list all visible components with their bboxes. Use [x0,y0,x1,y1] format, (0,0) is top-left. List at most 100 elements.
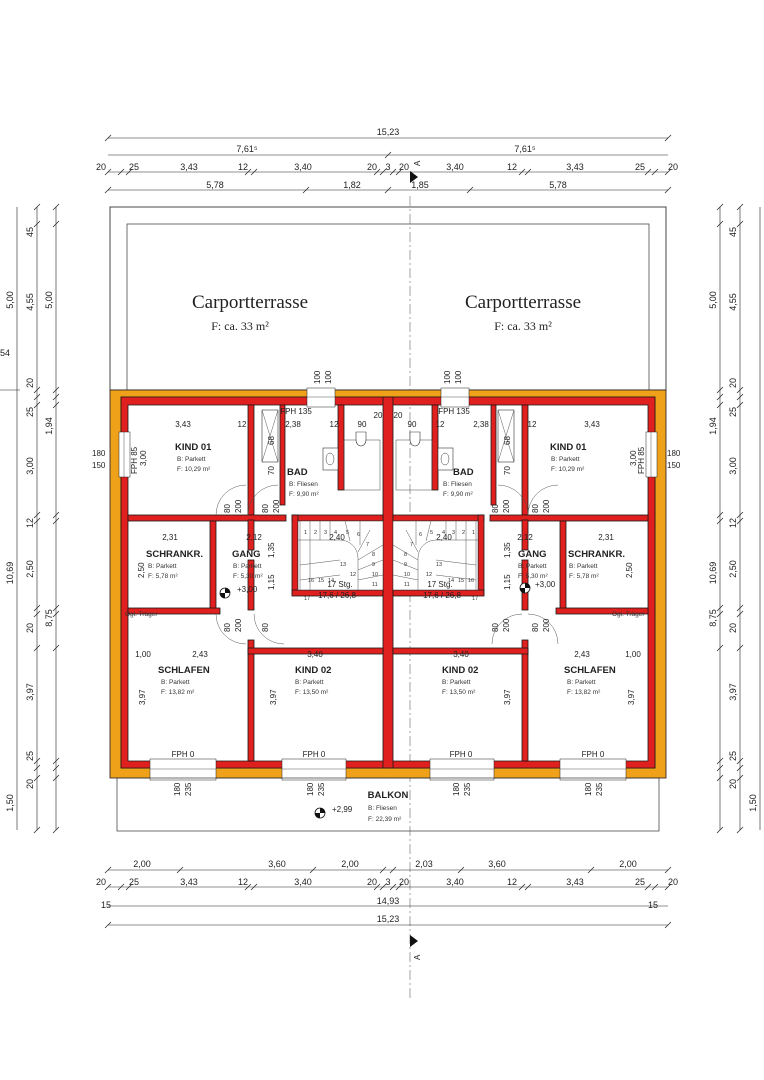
dim-top-row3-9: 12 [507,162,517,172]
stair-step-right: 17 [472,596,478,602]
dim-top-row3-12: 20 [668,162,678,172]
dim-left-7: 3,00 [25,457,35,475]
dim-left-0: 45 [25,227,35,237]
d68-l: 68 [267,436,276,445]
stair-step-left: 3 [324,530,327,536]
stair-step-right: 3 [452,530,455,536]
dim-bottom-row1-0: 2,00 [133,859,151,869]
d68-r: 68 [503,436,512,445]
room-schlafen-left-area: F: 13,82 m² [161,689,195,696]
dim-right-5: 1,94 [708,417,718,435]
idim-20-r: 20 [394,411,403,420]
dim-top-578-right: 5,78 [549,180,567,190]
room-gang-left: GANG [232,549,261,560]
idim-schrank-w-r: 2,31 [598,533,614,542]
dim-bottom-row2-7: 20 [399,877,409,887]
room-schrank-left-floor: B: Parkett [148,563,177,570]
idim-1-00-l: 1,00 [135,650,151,659]
idim-stair-w-r: 2,40 [436,533,452,542]
w180-b1: 180 [173,782,182,796]
room-kind01-right-area: F: 10,29 m² [551,466,585,473]
idim-gang-w-r: 2,12 [517,533,533,542]
room-kind02-left: KIND 02 [295,665,331,676]
dim-left-11: 20 [25,623,35,633]
stair-step-right: 6 [419,532,422,538]
dim-bottom-row2-0: 20 [96,877,106,887]
idim-schlafen-w-l: 2,43 [192,650,208,659]
dim-left-9: 2,50 [25,560,35,578]
idim-12-b: 12 [528,420,537,429]
dim-right-7: 12 [728,518,738,528]
idim-12-c: 12 [330,420,339,429]
door200-a: 200 [234,499,243,513]
idim-gang-h2-l: 1,15 [267,574,276,590]
dim-half-left: 7,61⁵ [236,144,258,154]
dim-bottom-total: 15,23 [377,914,400,924]
room-balkon-area: F: 22,39 m² [368,816,402,823]
section-label-bottom: A [413,954,422,960]
room-kind01-left-floor: B: Parkett [177,456,206,463]
stair-step-left: 8 [372,552,375,558]
stair-step-left: 12 [350,572,356,578]
bathroom-fixtures [261,409,515,491]
dim-right-10: 20 [728,623,738,633]
w150-left: 150 [92,461,106,470]
door200-g: 200 [502,618,511,632]
dim-right-2: 5,00 [708,291,718,309]
doors [215,484,559,645]
idim-12-d: 12 [436,420,445,429]
w100-l2: 100 [324,370,333,384]
stair-step-left: 13 [340,562,346,568]
sink-left [322,447,339,471]
idim-gang-w-l: 2,12 [246,533,262,542]
room-kind02-right: KIND 02 [442,665,478,676]
section-label-top: A [413,160,422,166]
dim-top-row3-8: 3,40 [446,162,464,172]
dim-right-15: 1,50 [748,794,758,812]
idim-bad-w-l: 2,38 [285,420,301,429]
w235-b3: 235 [463,782,472,796]
dim-top-row3-7: 20 [399,162,409,172]
section-arrow-bottom [410,935,418,947]
room-schlafen-right: SCHLAFEN [564,665,616,676]
dim-bottom-row2-11: 25 [635,877,645,887]
stair-step-right: 14 [448,578,454,584]
w235-b2: 235 [317,782,326,796]
dim-bottom-row2-2: 3,43 [180,877,198,887]
stair-step-left: 14 [328,578,334,584]
idim-bad-w-r: 2,38 [473,420,489,429]
dim-top-row3-11: 25 [635,162,645,172]
door80-a: 80 [223,504,232,513]
idim-gang-h1-l: 1,35 [267,542,276,558]
idim-schlafen-w-r: 2,43 [574,650,590,659]
sink-right [437,447,454,471]
dim-left-6: 1,94 [44,417,54,435]
dim-bottom-row2-9: 12 [507,877,517,887]
w150-right: 150 [667,461,681,470]
right-dimensions: 454,555,0020251,943,00122,5010,69208,753… [708,203,761,834]
w180-b3: 180 [452,782,461,796]
level-markers-gang: +3,00 +3,00 [219,580,556,599]
room-kind01-right-floor: B: Parkett [551,456,580,463]
toilet-right [409,431,421,447]
fph85-left: FPH 85 [130,446,139,474]
idim-90-l: 90 [358,420,367,429]
stair-step-left: 5 [346,530,349,536]
room-schrank-right-area: F: 5,78 m² [569,573,599,580]
walls [109,387,667,781]
idim-schrank-h-r: 2,50 [625,562,634,578]
dim-bottom-15-l: 15 [101,900,111,910]
room-gang-right-floor: B: Parkett [518,563,547,570]
dim-right-4: 25 [728,407,738,417]
dim-left-8: 12 [25,518,35,528]
room-bad-left-floor: B: Fliesen [289,481,318,488]
stair-step-left: 17 [304,596,310,602]
stair-step-left: 10 [372,572,378,578]
idim-room-h-3: 3,97 [503,689,512,705]
idim-kind02-w-r: 3,40 [453,650,469,659]
room-gang-left-area: F: 5,30 m² [233,573,263,580]
level-gang-right: +3,00 [535,580,556,589]
